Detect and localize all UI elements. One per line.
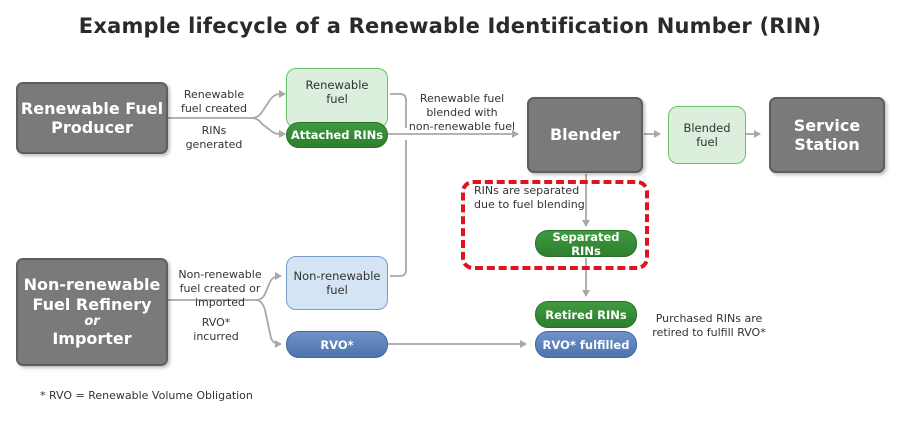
rvo-fulfilled-pill: RVO* fulfilled (535, 331, 637, 358)
purchased-retired-label: Purchased RINs are retired to fulfill RV… (652, 312, 766, 339)
nonrenewable-fuel-label: Non-renewable fuel (293, 268, 381, 297)
line-nonrenewable-up (390, 140, 407, 277)
rvo-pill: RVO* (286, 331, 388, 358)
blended-fuel-label: Blended fuel (683, 120, 731, 149)
arrow-producer-to-attached-rins (251, 117, 286, 138)
attached-rins-label: Attached RINs (290, 128, 384, 142)
producer-label: Renewable Fuel Producer (20, 98, 164, 137)
renewable-fuel-label: Renewable fuel (305, 77, 369, 106)
refinery-label-or: or (84, 313, 100, 329)
arrow-refinery-to-rvo (255, 299, 282, 348)
service-station-node: Service Station (769, 97, 885, 173)
separated-rins-pill: Separated RINs (535, 229, 637, 258)
rvo-fulfilled-label: RVO* fulfilled (542, 337, 630, 352)
service-station-label: Service Station (793, 115, 861, 154)
renewable-fuel-created-label: Renewable fuel created (180, 88, 248, 115)
refinery-label-line3: Importer (52, 329, 132, 349)
nonrenewable-created-label: Non-renewable fuel created or imported (178, 268, 262, 309)
retired-rins-label: Retired RINs (545, 307, 627, 322)
separated-rins-highlight (461, 180, 649, 270)
refinery-label-line2: Fuel Refinery (32, 294, 152, 314)
rvo-incurred-label: RVO* incurred (193, 316, 239, 343)
rvo-label: RVO* (320, 337, 354, 352)
separated-due-label: RINs are separated due to fuel blending (474, 184, 585, 211)
diagram-title: Example lifecycle of a Renewable Identif… (78, 14, 822, 38)
attached-rins-pill: Attached RINs (286, 122, 388, 148)
line-renewable-fuel-out (390, 93, 407, 128)
refinery-label-line1: Non-renewable (23, 275, 161, 295)
rins-generated-label: RINs generated (185, 124, 243, 151)
blender-node: Blender (527, 97, 643, 173)
footnote: * RVO = Renewable Volume Obligation (40, 389, 253, 402)
nonrenewable-fuel-node: Non-renewable fuel (286, 256, 388, 310)
retired-rins-pill: Retired RINs (535, 301, 637, 328)
renewable-fuel-producer-node: Renewable Fuel Producer (16, 82, 168, 154)
separated-rins-label: Separated RINs (552, 229, 620, 258)
blended-with-label: Renewable fuel blended with non-renewabl… (408, 92, 516, 133)
refinery-importer-node: Non-renewable Fuel Refinery or Importer (16, 258, 168, 366)
blender-label: Blender (549, 125, 621, 145)
renewable-fuel-node: Renewable fuel (286, 68, 388, 128)
blended-fuel-node: Blended fuel (668, 106, 746, 164)
